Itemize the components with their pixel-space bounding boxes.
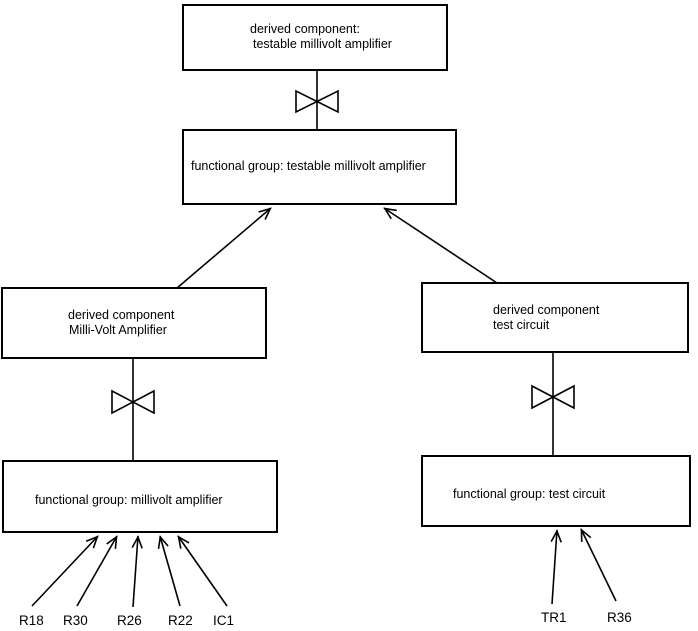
arrow-R30-to-fg-millivolt — [76, 535, 118, 607]
arrow-TR1-to-fg-test — [550, 529, 562, 605]
node-label: derived component — [493, 303, 600, 317]
leaf-label-IC1: IC1 — [213, 613, 234, 628]
node-derived-testable: derived component: testable millivolt am… — [182, 4, 448, 71]
node-fg-millivolt: functional group: millivolt amplifier — [2, 460, 278, 533]
bowtie-icon — [111, 389, 155, 415]
node-fg-millivolt-box — [2, 460, 278, 533]
node-label: derived component: — [250, 22, 360, 36]
node-label: functional group: testable millivolt amp… — [191, 159, 426, 173]
arrow-R18-to-fg-millivolt — [31, 535, 99, 607]
leaf-label-R26: R26 — [117, 613, 142, 628]
node-fg-test: functional group: test circuit — [421, 455, 691, 527]
arrow-derived-test-to-fg-testable — [383, 207, 498, 284]
node-derived-test-box — [421, 282, 689, 353]
node-derived-test: derived component test circuit — [421, 282, 689, 353]
arrow-R26-to-fg-millivolt — [131, 535, 143, 608]
leaf-label-R30: R30 — [63, 613, 88, 628]
node-fg-testable-box — [182, 129, 457, 205]
node-label: testable millivolt amplifier — [253, 37, 392, 51]
arrow-R22-to-fg-millivolt — [157, 535, 181, 607]
node-derived-millivolt-box — [1, 287, 267, 359]
node-fg-testable: functional group: testable millivolt amp… — [182, 129, 457, 205]
leaf-label-R18: R18 — [19, 613, 44, 628]
arrow-R36-to-fg-test — [580, 528, 617, 602]
arrow-IC1-to-fg-millivolt — [177, 535, 228, 607]
node-label: functional group: millivolt amplifier — [35, 493, 223, 507]
node-label: functional group: test circuit — [453, 487, 606, 501]
node-label: Milli-Volt Amplifier — [69, 323, 167, 337]
node-derived-testable-box — [182, 4, 448, 71]
bowtie-icon — [295, 89, 339, 114]
leaf-label-R22: R22 — [168, 613, 193, 628]
node-fg-test-box — [421, 455, 691, 527]
node-derived-millivolt: derived component Milli-Volt Amplifier — [1, 287, 267, 359]
node-label: derived component — [68, 308, 175, 322]
leaf-label-R36: R36 — [607, 610, 632, 625]
node-label: test circuit — [493, 318, 550, 332]
arrow-derived-millivolt-to-fg-testable — [176, 207, 272, 289]
bowtie-icon — [531, 384, 575, 410]
leaf-label-TR1: TR1 — [541, 610, 567, 625]
